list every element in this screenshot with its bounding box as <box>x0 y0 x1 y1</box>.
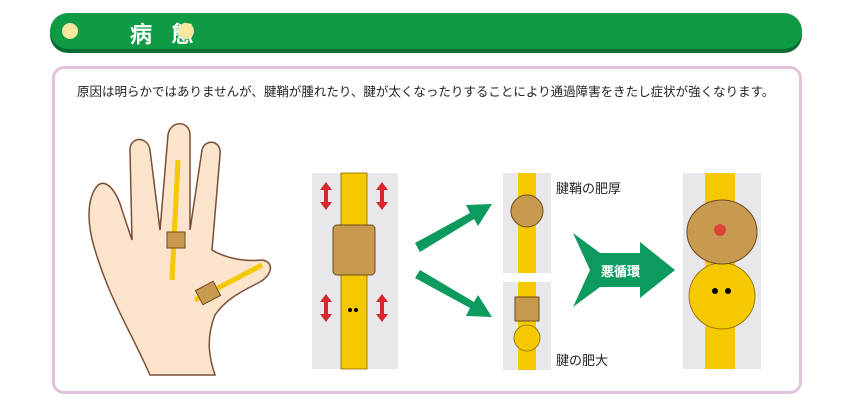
sheath-thickening-label: 腱鞘の肥厚 <box>556 182 622 197</box>
vicious-cycle-label: 悪循環 <box>601 265 641 280</box>
circle-icon <box>178 23 194 39</box>
tendon-enlargement-panel <box>503 282 551 370</box>
sheath-thickening-panel <box>503 173 551 273</box>
green-arrows <box>415 204 492 317</box>
red-double-arrow-icons <box>320 182 388 322</box>
description-text: 原因は明らかではありませんが、腱鞘が腫れたり、腱が太くなったりすることにより通過… <box>77 84 775 99</box>
vicious-cycle-result-panel <box>683 173 761 369</box>
hand-illustration <box>88 123 272 376</box>
tendon-enlargement-label: 腱の肥大 <box>556 354 609 369</box>
vicious-cycle-arrow <box>573 233 675 307</box>
section-header: 病 態 <box>50 13 802 49</box>
tendon-sheath-friction-panel <box>312 172 398 370</box>
circle-icon <box>62 23 78 39</box>
